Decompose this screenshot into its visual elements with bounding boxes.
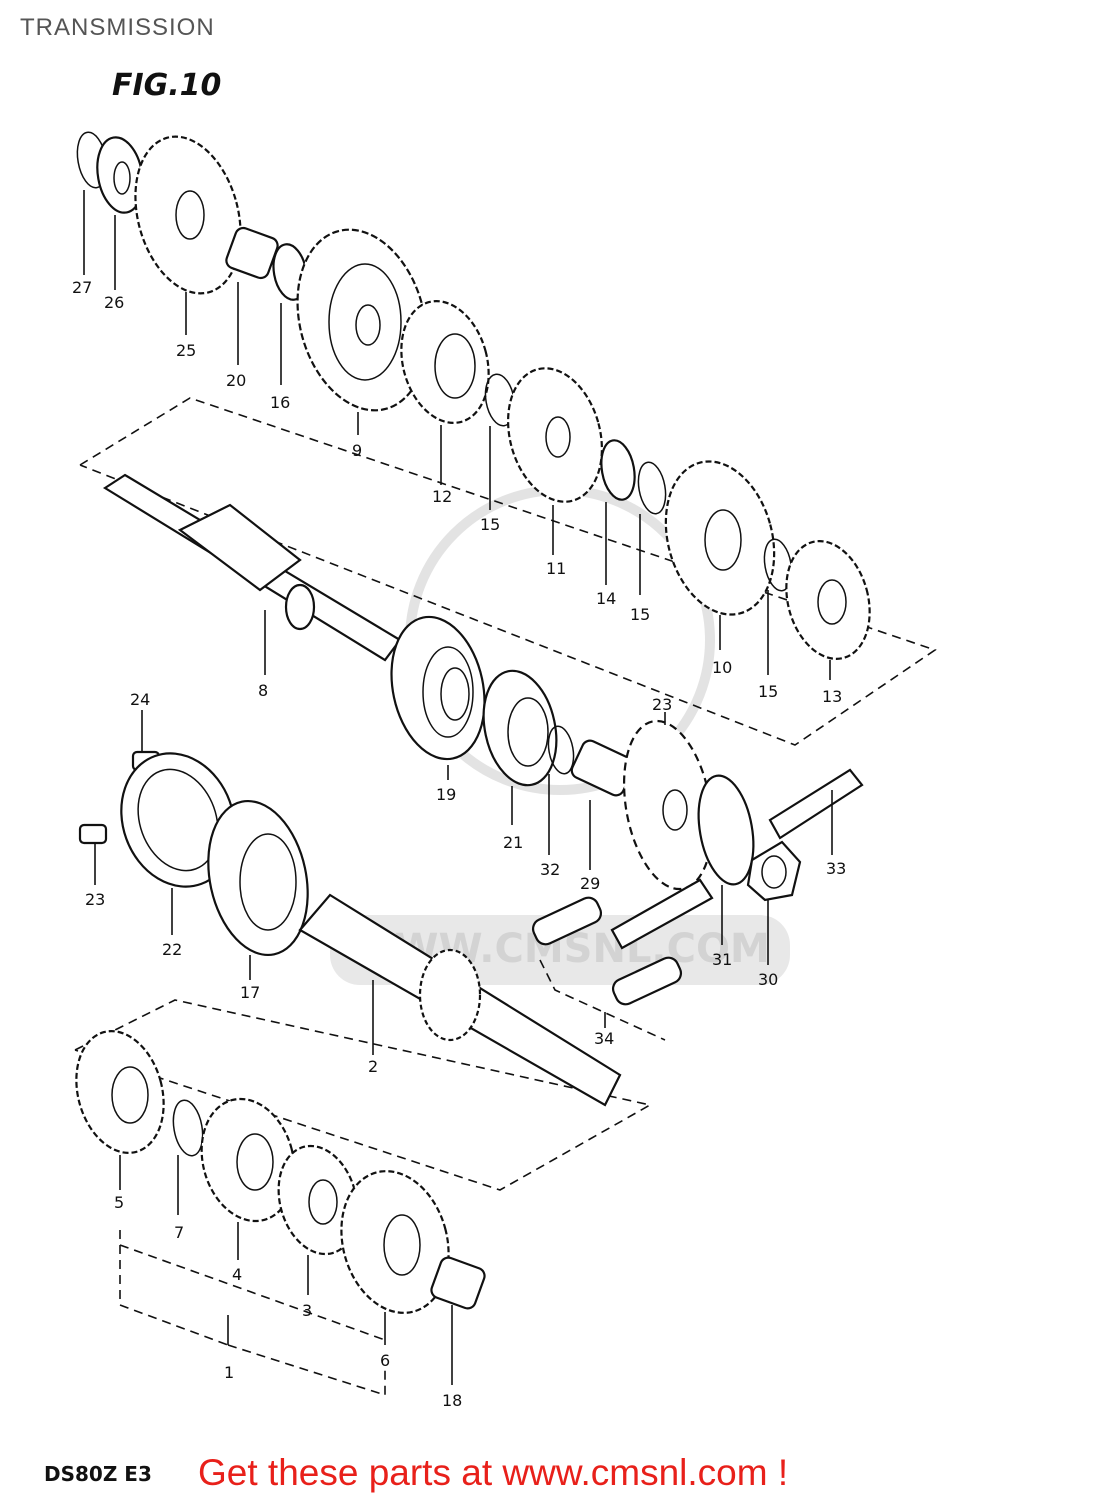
callout-20: 20 — [226, 371, 246, 390]
gasket-22[interactable] — [103, 737, 253, 935]
callout-11: 11 — [546, 559, 566, 578]
callout-26: 26 — [104, 293, 124, 312]
countershaft-group-outline — [79, 397, 937, 746]
gear-25[interactable] — [119, 125, 257, 335]
callout-23a: 23 — [85, 890, 105, 909]
washer-14[interactable] — [597, 438, 639, 585]
callout-4: 4 — [232, 1265, 242, 1284]
callout-14: 14 — [596, 589, 616, 608]
callout-24: 24 — [130, 690, 150, 709]
callout-10: 10 — [712, 658, 732, 677]
callout-32: 32 — [540, 860, 560, 879]
circlip-15b[interactable] — [635, 460, 670, 595]
callout-12: 12 — [432, 487, 452, 506]
gear-6[interactable] — [326, 1159, 464, 1345]
drive-chain-33[interactable] — [610, 768, 864, 950]
gear-12[interactable] — [388, 291, 501, 485]
o-ring-32[interactable] — [545, 724, 577, 855]
page-title: TRANSMISSION — [20, 14, 215, 41]
bearing-19[interactable] — [379, 608, 497, 780]
callout-15c: 15 — [758, 682, 778, 701]
callout-8: 8 — [258, 681, 268, 700]
circlip-15c[interactable] — [761, 537, 796, 675]
callout-9: 9 — [352, 441, 362, 460]
bushing-20[interactable] — [224, 226, 280, 365]
gear-10[interactable] — [650, 449, 791, 650]
callout-2: 2 — [368, 1057, 378, 1076]
callout-15b: 15 — [630, 605, 650, 624]
callout-3: 3 — [302, 1301, 312, 1320]
callout-25: 25 — [176, 341, 196, 360]
callout-13: 13 — [822, 687, 842, 706]
bushing-18[interactable] — [429, 1255, 487, 1385]
callout-29: 29 — [580, 874, 600, 893]
bearing-17[interactable] — [195, 792, 321, 980]
gear-13[interactable] — [774, 532, 882, 680]
callout-31: 31 — [712, 950, 732, 969]
callout-21: 21 — [503, 833, 523, 852]
callout-22: 22 — [162, 940, 182, 959]
promo-link[interactable]: Get these parts at www.cmsnl.com ! — [198, 1452, 789, 1493]
gear-assembly-1-bracket[interactable] — [119, 1230, 386, 1397]
callout-7: 7 — [174, 1223, 184, 1242]
callout-16: 16 — [270, 393, 290, 412]
gear-4[interactable] — [188, 1088, 307, 1260]
callout-5: 5 — [114, 1193, 124, 1212]
countershaft-8[interactable] — [102, 473, 402, 675]
circlip-7[interactable] — [169, 1098, 206, 1215]
callout-1: 1 — [224, 1363, 234, 1382]
callout-17: 17 — [240, 983, 260, 1002]
gear-11[interactable] — [494, 358, 616, 555]
callout-19: 19 — [436, 785, 456, 804]
callout-18: 18 — [442, 1391, 462, 1410]
callout-33: 33 — [826, 859, 846, 878]
nut-30[interactable] — [746, 840, 802, 965]
oil-seal-21[interactable] — [474, 664, 567, 825]
callout-34: 34 — [594, 1029, 614, 1048]
screw-23a[interactable] — [78, 823, 108, 885]
lock-washer-31[interactable] — [691, 771, 761, 945]
callout-23b: 23 — [652, 695, 672, 714]
driveshaft-2[interactable] — [298, 893, 622, 1107]
chain-joint-bracket — [539, 959, 666, 1041]
callout-27: 27 — [72, 278, 92, 297]
callout-30: 30 — [758, 970, 778, 989]
figure-number: FIG.10 — [112, 68, 222, 103]
model-code: DS80Z E3 — [44, 1462, 152, 1486]
callout-6: 6 — [380, 1351, 390, 1370]
gear-5[interactable] — [63, 1021, 176, 1190]
chain-joint-34[interactable] — [530, 894, 684, 1028]
driveshaft-group-outline — [74, 999, 653, 1191]
callout-15a: 15 — [480, 515, 500, 534]
